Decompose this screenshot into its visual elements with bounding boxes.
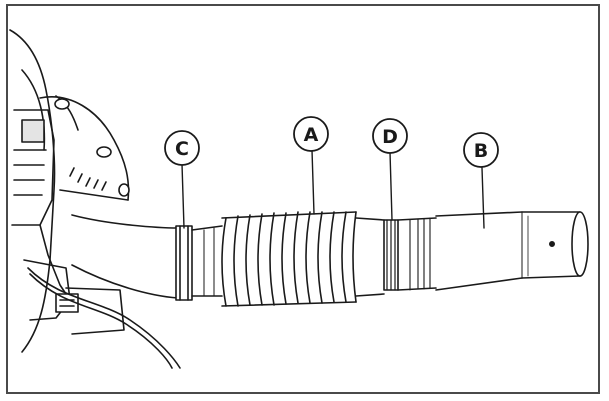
callout-d-label: D [382, 126, 398, 148]
leader-lines [181, 149, 485, 229]
callout-d: D [372, 118, 408, 154]
flex-tube-a [221, 211, 357, 307]
callout-a: A [293, 116, 329, 152]
blower-housing [9, 29, 181, 369]
callout-c-label: C [175, 138, 189, 160]
callout-b: B [463, 132, 499, 168]
leader-line-b [481, 167, 485, 229]
clamp-d [383, 219, 399, 291]
diagram-frame [6, 4, 600, 394]
callout-c: C [164, 130, 200, 166]
clamp-c [175, 225, 193, 301]
mid-tube [355, 217, 385, 297]
nozzle-b [435, 211, 589, 291]
elbow-tube [71, 214, 179, 299]
leader-line-c [181, 163, 185, 229]
callout-b-label: B [474, 140, 488, 162]
callout-a-label: A [304, 124, 319, 146]
straight-tube [397, 217, 437, 291]
collar-tube [191, 225, 223, 297]
leader-line-a [311, 149, 315, 215]
leader-line-d [389, 151, 393, 221]
